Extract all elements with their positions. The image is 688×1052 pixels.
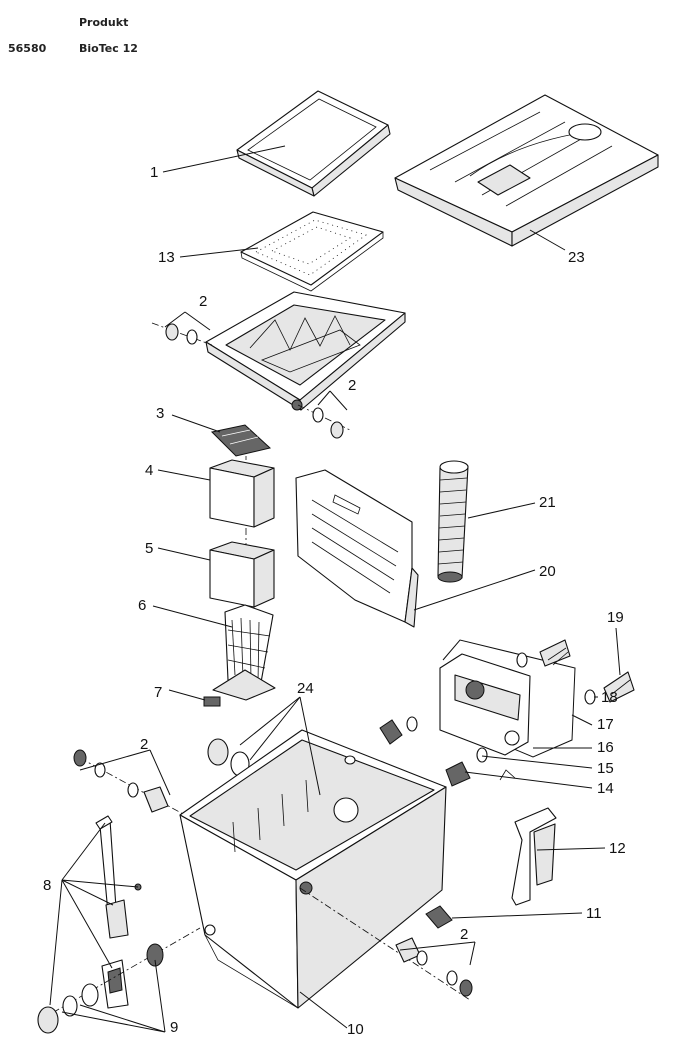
- callout-14: 14: [597, 780, 614, 797]
- callout-1: 1: [150, 164, 158, 181]
- product-name: BioTec 12: [79, 42, 138, 55]
- part-filter-tray: [205, 291, 406, 411]
- leader-lines: [49, 145, 621, 1033]
- part-cover: [394, 94, 659, 247]
- part-small-clip: [203, 696, 221, 707]
- part-clamps-right: [299, 887, 473, 1001]
- callout-10: 10: [347, 1021, 364, 1038]
- callout-9: 9: [170, 1019, 178, 1036]
- callout-numbers: 1 13 2 2 3 4 5 6 7 24 2 8 9 10 11 2 12 1…: [43, 164, 626, 1038]
- part-drain-assembly: [95, 815, 142, 1009]
- part-main-tank: [179, 729, 447, 1009]
- part-inlet: [37, 927, 201, 1034]
- part-lid: [236, 90, 391, 197]
- callout-15: 15: [597, 760, 614, 777]
- article-number: 56580: [8, 42, 47, 55]
- callout-13: 13: [158, 249, 175, 266]
- part-filter-cage: [212, 604, 276, 701]
- part-filter-mat: [240, 211, 384, 292]
- part-side-panel: [295, 469, 419, 628]
- callout-23: 23: [568, 249, 585, 266]
- callout-5: 5: [145, 540, 153, 557]
- part-handle: [499, 769, 557, 906]
- column-label: Produkt: [79, 16, 129, 29]
- callout-12: 12: [609, 840, 626, 857]
- callout-6: 6: [138, 597, 146, 614]
- callout-19: 19: [607, 609, 624, 626]
- callout-2-top-right: 2: [348, 377, 356, 394]
- part-cartridge: [437, 460, 469, 583]
- callout-2-top-left: 2: [199, 293, 207, 310]
- part-grommets: [207, 738, 250, 777]
- part-clamps-top: [151, 322, 351, 439]
- callout-24: 24: [297, 680, 314, 697]
- part-foam-blocks: [209, 456, 275, 608]
- callout-18: 18: [601, 689, 618, 706]
- part-outlet-assembly: [379, 639, 635, 787]
- callout-17: 17: [597, 716, 614, 733]
- callout-2-left: 2: [140, 736, 148, 753]
- callout-16: 16: [597, 739, 614, 756]
- part-fitting-11: [425, 905, 453, 929]
- callout-8: 8: [43, 877, 51, 894]
- callout-3: 3: [156, 405, 164, 422]
- callout-4: 4: [145, 462, 153, 479]
- callout-2-right: 2: [460, 926, 468, 943]
- callout-21: 21: [539, 494, 556, 511]
- part-clamps-left: [73, 749, 186, 816]
- callout-7: 7: [154, 684, 162, 701]
- callout-11: 11: [586, 905, 602, 922]
- callout-20: 20: [539, 563, 556, 580]
- part-grid-insert: [210, 424, 272, 457]
